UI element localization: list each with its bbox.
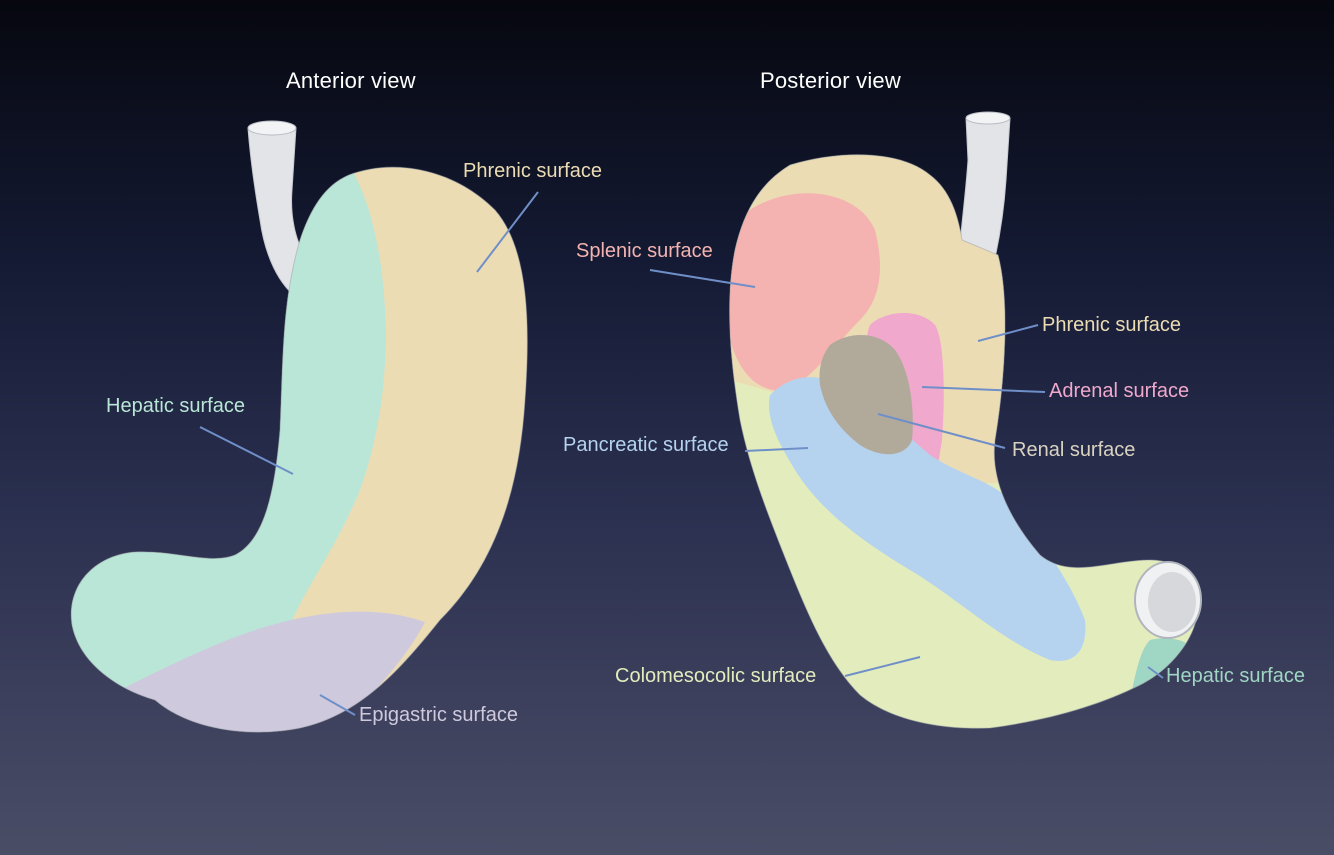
- leader-anterior-hepatic: [199, 426, 294, 475]
- leader-posterior-adrenal: [921, 386, 1046, 393]
- leader-posterior-hepatic: [1147, 666, 1164, 679]
- leader-posterior-pancreatic: [744, 447, 809, 452]
- leader-anterior-phrenic: [476, 191, 539, 273]
- label-posterior-renal-surface: Renal surface: [1012, 439, 1136, 461]
- leader-posterior-renal: [877, 413, 1006, 449]
- leader-posterior-phrenic: [977, 324, 1039, 342]
- leader-posterior-splenic: [649, 269, 756, 288]
- anterior-stomach-outline: [70, 166, 528, 733]
- posterior-pylorus-lumen: [1148, 572, 1196, 632]
- label-posterior-hepatic-surface: Hepatic surface: [1166, 665, 1305, 687]
- label-anterior-hepatic-surface: Hepatic surface: [106, 395, 245, 417]
- label-posterior-colomesocolic-surface: Colomesocolic surface: [615, 665, 817, 687]
- label-posterior-splenic-surface: Splenic surface: [576, 240, 713, 262]
- posterior-renal-region: [819, 334, 913, 455]
- leader-anterior-epigastric: [319, 694, 356, 716]
- posterior-splenic-region: [730, 193, 880, 391]
- label-anterior-phrenic-surface: Phrenic surface: [463, 160, 602, 182]
- posterior-pancreatic-region: [769, 377, 1086, 661]
- label-posterior-pancreatic-surface: Pancreatic surface: [563, 434, 729, 456]
- posterior-view-title: Posterior view: [760, 68, 901, 93]
- label-posterior-adrenal-surface: Adrenal surface: [1049, 380, 1190, 402]
- label-posterior-phrenic-surface: Phrenic surface: [1042, 314, 1181, 336]
- posterior-esophagus: [959, 113, 1011, 259]
- leader-posterior-colomesocolic: [844, 656, 921, 677]
- anterior-view-title: Anterior view: [286, 68, 416, 93]
- label-anterior-epigastric-surface: Epigastric surface: [359, 704, 518, 726]
- posterior-esophagus-opening: [965, 111, 1011, 125]
- posterior-stomach-outline: [729, 154, 1199, 729]
- anterior-esophagus-opening: [247, 120, 297, 136]
